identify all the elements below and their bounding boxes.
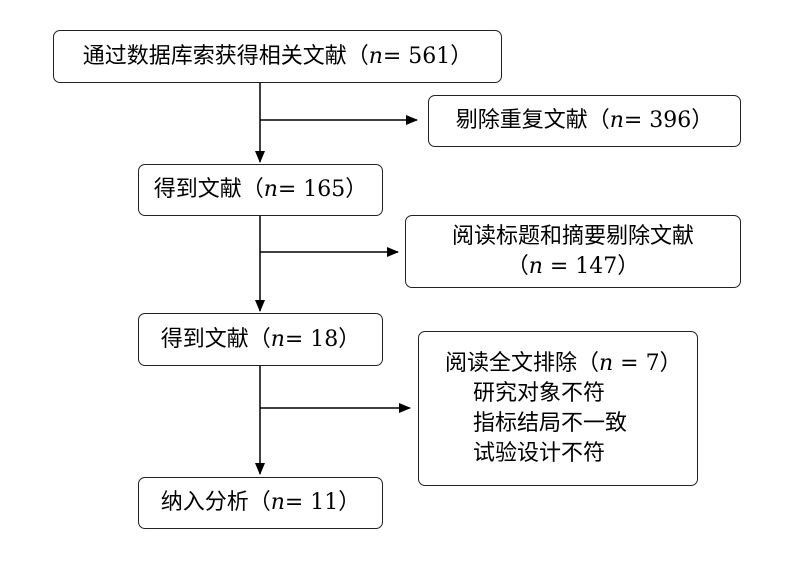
- search-n: n: [368, 43, 383, 69]
- search-eq: = 561）: [382, 43, 473, 69]
- fulltext-title-text: 阅读全文排除（: [445, 350, 600, 376]
- obtained1-text: 得到文献（: [153, 177, 264, 202]
- included-n: n: [270, 490, 285, 515]
- screen-line2: （n = 147）: [507, 252, 640, 282]
- screen-n: n: [528, 253, 543, 279]
- duplicate-n: n: [609, 108, 624, 133]
- screen-line2-post: = 147）: [542, 253, 640, 279]
- box-database-search: 通过数据库索获得相关文献（n = 561）: [53, 30, 502, 83]
- obtained2-text: 得到文献（: [160, 326, 271, 352]
- box-title-abstract-screening: 阅读标题和摘要剔除文献 （n = 147）: [405, 215, 741, 288]
- obtained1-n: n: [263, 177, 278, 202]
- duplicate-text: 剔除重复文献（: [455, 108, 610, 133]
- duplicate-eq: = 396）: [623, 108, 714, 133]
- obtained2-eq: = 18）: [284, 326, 361, 352]
- fulltext-reason-1: 研究对象不符: [473, 380, 606, 406]
- box-included-analysis: 纳入分析（n = 11）: [138, 477, 383, 529]
- screen-line2-pre: （: [506, 253, 529, 279]
- box-remove-duplicates: 剔除重复文献（n = 396）: [428, 95, 741, 147]
- fulltext-reason-3: 试验设计不符: [473, 440, 606, 466]
- fulltext-n: n: [599, 350, 614, 376]
- search-text: 通过数据库索获得相关文献（: [82, 43, 369, 69]
- box-obtained-18: 得到文献（n = 18）: [138, 313, 383, 366]
- box-fulltext-exclusion: 阅读全文排除（n = 7） 研究对象不符 指标结局不一致 试验设计不符: [418, 331, 698, 486]
- obtained1-eq: = 165）: [277, 177, 368, 202]
- included-text: 纳入分析（: [160, 490, 271, 515]
- fulltext-reason-2: 指标结局不一致: [473, 410, 628, 436]
- screen-line1: 阅读标题和摘要剔除文献: [451, 223, 694, 249]
- obtained2-n: n: [270, 326, 285, 352]
- box-obtained-165: 得到文献（n = 165）: [138, 164, 383, 216]
- fulltext-title: 阅读全文排除（n = 7）: [445, 349, 682, 379]
- fulltext-eq: = 7）: [613, 350, 682, 376]
- included-eq: = 11）: [284, 490, 361, 515]
